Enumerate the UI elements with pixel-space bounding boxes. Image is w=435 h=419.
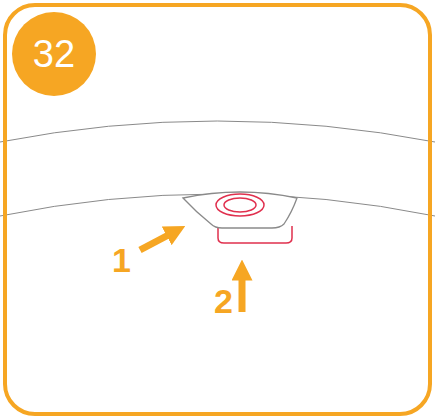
release-button [224, 198, 256, 212]
callout-number: 1 [112, 243, 131, 277]
callout-number: 2 [214, 284, 233, 318]
step-frame [5, 5, 430, 414]
step-number: 32 [33, 35, 75, 73]
press-arrow [140, 231, 176, 250]
step-number-badge: 32 [12, 12, 96, 96]
release-button [216, 194, 264, 216]
lid-edge [0, 121, 435, 142]
lift-arrow [239, 270, 246, 312]
button-housing [183, 192, 297, 228]
